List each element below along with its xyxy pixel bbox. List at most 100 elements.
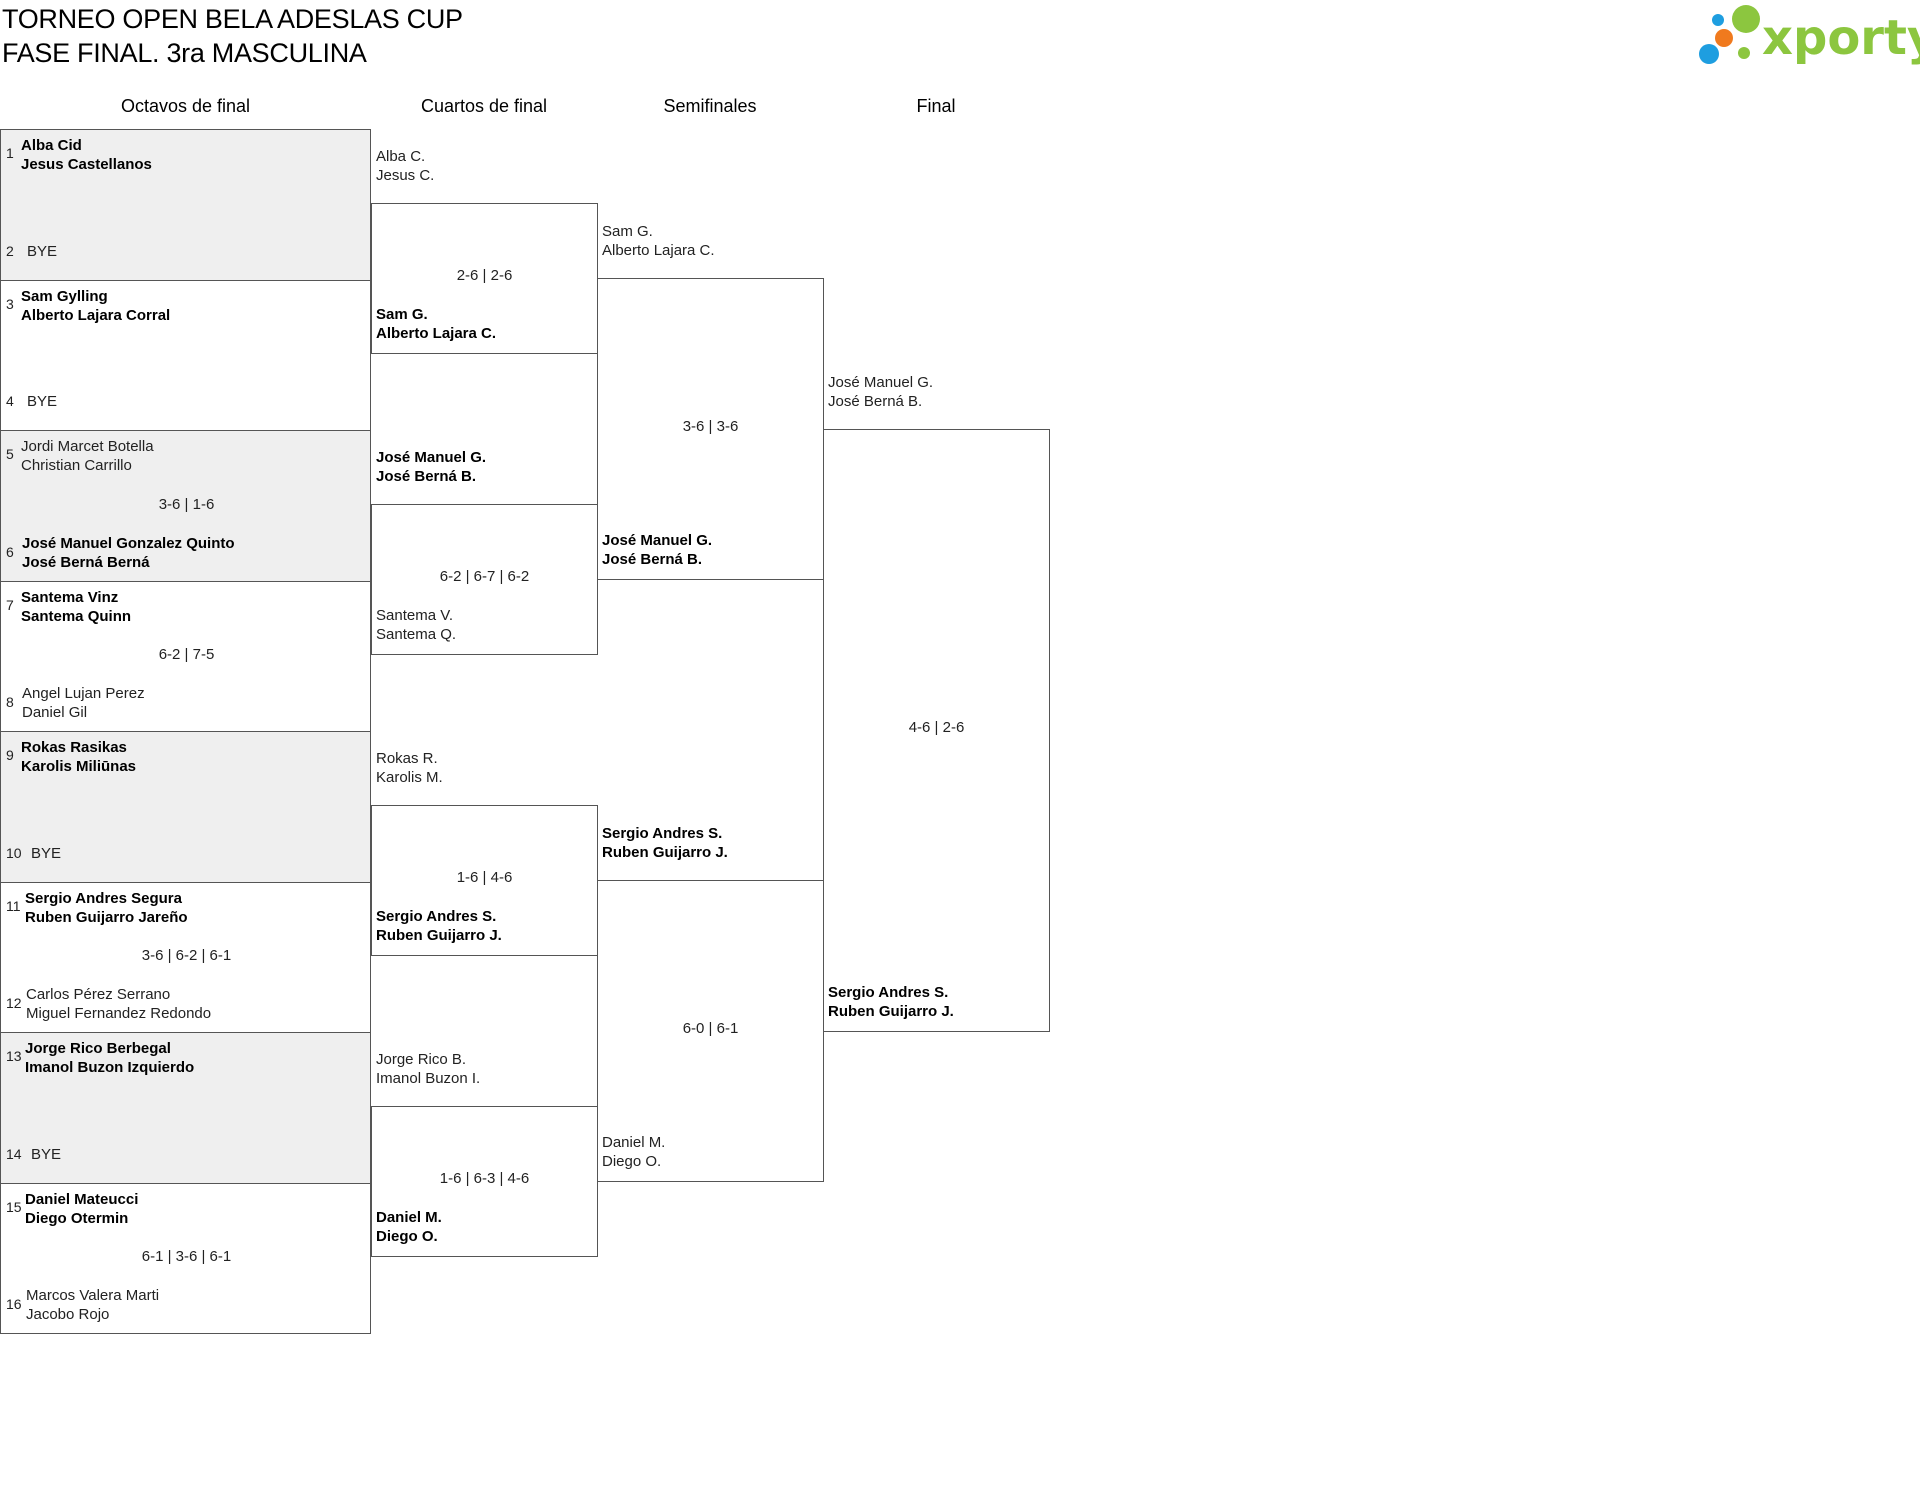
player-name: Miguel Fernandez Redondo [26,1005,212,1022]
seed-number: 16 [6,1296,22,1312]
player-name: Jorge Rico Berbegal [25,1040,171,1057]
player-name: José Manuel G. [828,374,934,391]
team-entry: Jorge Rico B. Imanol Buzon I. [376,1050,480,1088]
player-name: Santema Q. [376,626,457,643]
bye-label: BYE [31,1146,62,1163]
player-name: Santema Vinz [21,589,119,606]
player-name: Karolis Miliūnas [21,758,137,775]
match-box-final [823,429,1050,1032]
logo-dot-blue [1699,44,1719,64]
player-name: Sam Gylling [21,288,108,305]
player-name: Jesus Castellanos [21,156,152,173]
round-header-final: Final [916,96,956,116]
logo-dot-green-small [1738,47,1750,59]
player-name: José Berná B. [828,393,923,410]
team-entry: Sam G. Alberto Lajara C. [602,222,715,260]
match-box-qf [371,504,598,655]
player-name: José Manuel G. [376,449,487,466]
seed-number: 11 [6,898,21,914]
player-name: Santema Quinn [21,608,132,625]
team-entry: Sergio Andres S.Ruben Guijarro J. [602,824,728,862]
seed-number: 2 [6,243,14,259]
bye-label: BYE [27,393,58,410]
player-name: Alberto Lajara C. [602,242,715,259]
player-name: Rokas Rasikas [21,739,127,756]
match-score: 1-6 | 6-3 | 4-6 [439,1170,530,1187]
player-name: Daniel Gil [22,704,88,721]
player-name: Ruben Guijarro J. [602,844,728,861]
match-box-sf [597,278,824,580]
player-name: Jorge Rico B. [376,1051,467,1068]
tournament-subtitle: FASE FINAL. 3ra MASCULINA [2,38,367,68]
match-score: 6-2 | 7-5 [158,646,215,663]
match-box-sf [597,880,824,1182]
match-score: 1-6 | 4-6 [456,869,513,886]
seed-number: 9 [6,747,14,763]
player-name: Daniel Mateucci [25,1191,139,1208]
match-score: 6-1 | 3-6 | 6-1 [141,1248,232,1265]
seed-number: 5 [6,446,14,462]
player-name: José Manuel G. [602,532,713,549]
seed-number: 15 [6,1199,22,1215]
seed-number: 12 [6,995,22,1011]
player-name: José Berná B. [602,551,703,568]
seed-number: 4 [6,393,14,409]
xporty-logo: xporty [1699,5,1920,66]
match-box-qf [371,805,598,956]
team-entry: Sergio Andres S.Ruben Guijarro J. [376,907,502,945]
logo-wordmark: xporty [1762,10,1920,66]
seed-number: 7 [6,597,14,613]
player-name: Jesus C. [376,167,435,184]
seed-number: 6 [6,544,14,560]
match-score: 3-6 | 3-6 [682,418,739,435]
seed-number: 10 [6,845,22,861]
player-name: Sergio Andres Segura [25,890,182,907]
player-name: Sam G. [376,306,428,323]
match-score: 3-6 | 6-2 | 6-1 [141,947,232,964]
player-name: Ruben Guijarro J. [376,927,502,944]
player-name: José Manuel Gonzalez Quinto [22,535,235,552]
player-name: José Berná Berná [22,554,150,571]
player-name: Marcos Valera Marti [26,1287,160,1304]
player-name: Sam G. [602,223,653,240]
team-entry: Sam G.Alberto Lajara C. [376,305,496,343]
player-name: Karolis M. [376,769,443,786]
match-score: 3-6 | 1-6 [158,496,215,513]
round-header-sf: Semifinales [663,96,757,116]
player-name: Sergio Andres S. [828,984,949,1001]
match-box-qf [371,1106,598,1257]
team-entry: Alba C.Jesus C. [376,147,434,185]
team-entry: Rokas R.Karolis M. [376,749,443,787]
player-name: Ruben Guijarro J. [828,1003,954,1020]
tournament-title: TORNEO OPEN BELA ADESLAS CUP [2,4,463,34]
match-score: 4-6 | 2-6 [908,719,965,736]
seed-number: 1 [6,145,14,161]
match-box-qf [371,203,598,354]
logo-dot-orange [1715,29,1733,47]
match-score: 6-2 | 6-7 | 6-2 [439,568,530,585]
player-name: Imanol Buzon Izquierdo [25,1059,195,1076]
team-entry: Daniel M.Diego O. [376,1208,442,1246]
team-entry: Daniel M.Diego O. [602,1133,665,1171]
round-header-r16: Octavos de final [120,96,251,116]
player-name: Christian Carrillo [21,457,132,474]
player-name: Imanol Buzon I. [376,1070,481,1087]
team-entry: José Manuel G. José Berná B. [602,531,712,569]
player-name: Ruben Guijarro Jareño [25,909,188,926]
player-name: Angel Lujan Perez [22,685,145,702]
player-name: Carlos Pérez Serrano [26,986,171,1003]
seed-number: 8 [6,694,14,710]
